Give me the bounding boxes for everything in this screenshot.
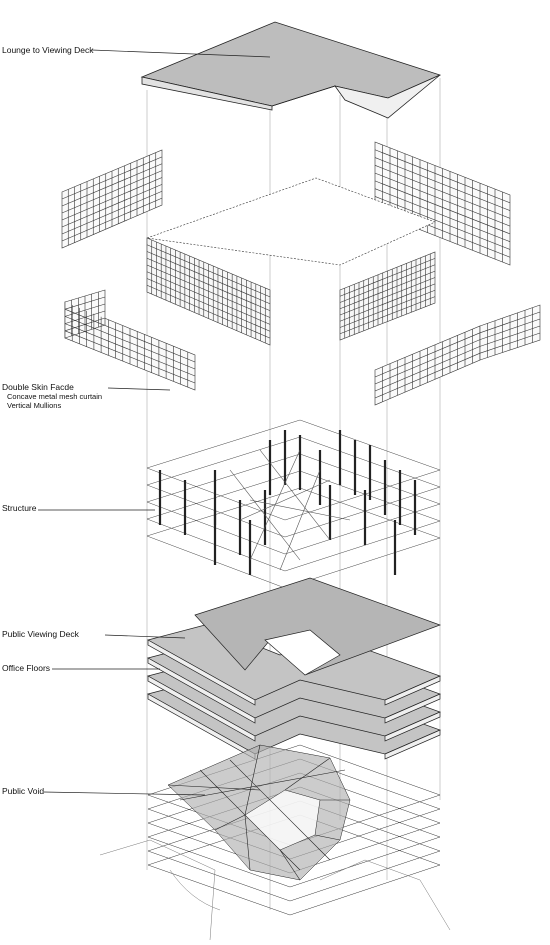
office-floor-edge — [147, 675, 256, 742]
facade-upper-left-transom — [61, 177, 163, 221]
office-floor-edge — [147, 639, 256, 706]
facade-lower-right-side-transom — [479, 332, 541, 354]
facade-lower-left-side-transom — [64, 303, 106, 317]
facade-central-right-transom — [339, 296, 436, 335]
office-floor-edge — [384, 675, 441, 706]
facade-central-front-transom — [146, 278, 271, 332]
void-facet-line — [279, 849, 301, 881]
facade-central-top — [146, 177, 436, 266]
facade-lower-left-side-transom — [64, 317, 106, 332]
facade-lower-left-transom — [64, 330, 196, 384]
roof-lounge — [140, 21, 442, 119]
viewing-deck-void — [264, 629, 341, 676]
facade-upper-right-transom — [374, 149, 511, 204]
label-lounge-to-viewing-deck: Lounge to Viewing Deck — [2, 45, 94, 55]
facade-central-right-transom — [339, 283, 436, 322]
facade-central-front-transom — [146, 284, 271, 339]
roof-sloped-face — [334, 74, 441, 119]
facade-upper-left-transom — [61, 190, 163, 235]
facade-upper-left-transom — [61, 170, 163, 214]
facade-central-right-transom — [339, 270, 436, 310]
facade-upper-right-transom — [374, 157, 511, 211]
facade-upper-left-transom — [61, 197, 163, 242]
roof-top-surface — [140, 21, 442, 107]
void-facet-line — [229, 759, 331, 861]
office-floor-edge — [384, 693, 441, 724]
facade-lower-right-side-transom — [479, 311, 541, 334]
label-public-void: Public Void — [2, 786, 45, 796]
facade-upper-right-transom — [374, 188, 511, 242]
void-facet-line — [244, 744, 261, 816]
facade-central-front-transom — [146, 271, 271, 325]
facade-upper-right-transom — [374, 196, 511, 250]
facade-lower-right-transom — [374, 339, 481, 385]
facade-central-right-transom — [339, 289, 436, 328]
facade-upper-left-transom — [61, 184, 163, 228]
structure-floor-outline — [146, 487, 441, 589]
office-floor-edge — [384, 729, 441, 760]
void-facet-line — [284, 757, 331, 791]
facade-central-front-transom — [146, 251, 271, 305]
structure-frame — [146, 419, 441, 589]
label-vertical-mullions: Vertical Mullions — [7, 401, 62, 410]
label-office-floors: Office Floors — [2, 663, 51, 673]
void-facet-line — [179, 769, 346, 801]
leader-lines — [38, 49, 271, 796]
site-outline — [99, 839, 451, 941]
facade-upper-right-transom — [374, 172, 511, 227]
facade-central-right-transom — [339, 264, 436, 303]
facade-lower-left-transom — [64, 308, 196, 363]
label-public-viewing-deck: Public Viewing Deck — [2, 629, 79, 639]
void-facet-line — [214, 814, 246, 831]
facade-lower-right-side-transom — [479, 318, 541, 340]
office-floor-edge — [147, 657, 256, 724]
facade-central-front-transom — [146, 264, 271, 318]
office-floor-edge — [384, 711, 441, 742]
label-concave-mesh-curtain: Concave metal mesh curtain — [7, 392, 103, 401]
public-void-volume — [99, 744, 451, 941]
void-facet-line — [199, 769, 301, 871]
facade-central-front-transom — [146, 257, 271, 311]
facade-central-front-transom — [146, 244, 271, 298]
facade-lower-right-transom — [374, 332, 481, 378]
facade-central-right-transom — [339, 277, 436, 316]
facade-upper-left-transom — [61, 163, 163, 207]
facade-lower-left-transom — [64, 323, 196, 377]
facade-panels — [61, 141, 541, 406]
facade-lower-right-transom — [374, 352, 481, 399]
facade-upper-right-transom — [374, 165, 511, 219]
facade-lower-left-side-transom — [64, 310, 106, 324]
floor-plates — [147, 577, 442, 760]
facade-central-right-transom — [339, 258, 436, 297]
label-structure: Structure — [2, 503, 37, 513]
void-facet-line — [314, 834, 341, 841]
facade-lower-left-transom — [64, 316, 196, 370]
label-double-skin-facade: Double Skin Facde — [2, 382, 74, 392]
roof-front-face — [141, 76, 273, 111]
facade-lower-right-transom — [374, 346, 481, 392]
facade-upper-left-transom — [61, 156, 163, 200]
facade-lower-left-side-transom — [64, 296, 106, 310]
facade-lower-right-side-transom — [479, 325, 541, 347]
void-facet-line — [167, 784, 261, 791]
facade-upper-right-transom — [374, 180, 511, 235]
void-facet-line — [244, 814, 251, 871]
structure-diagonals — [229, 449, 351, 571]
